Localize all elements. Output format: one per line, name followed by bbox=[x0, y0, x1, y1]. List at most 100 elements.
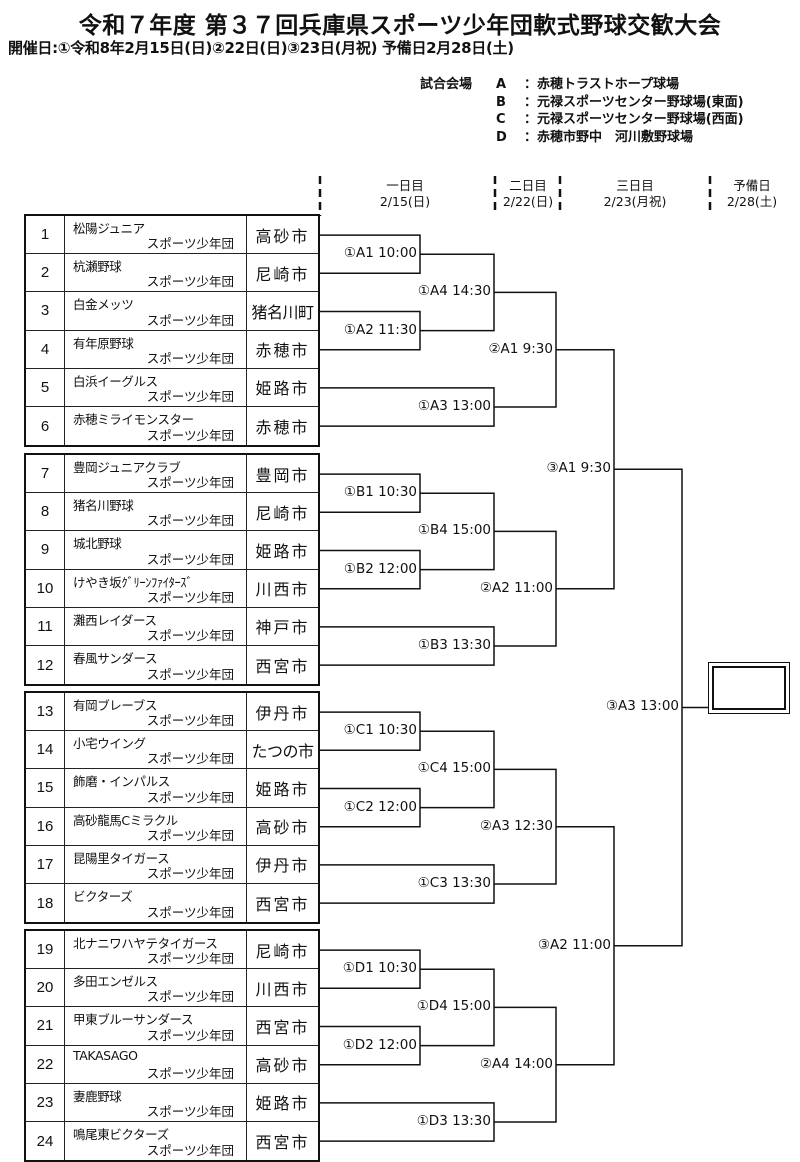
team-suffix: スポーツ少年団 bbox=[146, 951, 234, 967]
team-suffix: スポーツ少年団 bbox=[146, 713, 234, 729]
team-suffix: スポーツ少年団 bbox=[146, 513, 234, 529]
team-name-cell: 松陽ジュニアスポーツ少年団 bbox=[65, 216, 247, 254]
team-suffix: スポーツ少年団 bbox=[146, 589, 234, 605]
team-name-cell: 有岡ブレーブススポーツ少年団 bbox=[65, 693, 247, 731]
team-name-cell: 白浜イーグルススポーツ少年団 bbox=[65, 368, 247, 406]
team-suffix: スポーツ少年団 bbox=[146, 1027, 234, 1043]
team-suffix: スポーツ少年団 bbox=[146, 312, 234, 328]
team-number: 8 bbox=[26, 493, 65, 531]
team-number: 16 bbox=[26, 807, 65, 845]
team-name: 高砂龍馬Cミラクル bbox=[73, 812, 178, 828]
team-city: 尼崎市 bbox=[255, 503, 310, 523]
team-name: TAKASAGO bbox=[73, 1047, 138, 1063]
team-city: 赤穂市 bbox=[255, 341, 310, 361]
team-city: 西宮市 bbox=[255, 895, 310, 915]
team-name: 赤穂ミライモンスター bbox=[73, 411, 194, 427]
team-name-cell: 猪名川野球スポーツ少年団 bbox=[65, 493, 247, 531]
team-number: 5 bbox=[26, 368, 65, 406]
team-name-cell: 白金メッツスポーツ少年団 bbox=[65, 292, 247, 330]
team-number: 4 bbox=[26, 330, 65, 368]
team-name-cell: 高砂龍馬Cミラクルスポーツ少年団 bbox=[65, 807, 247, 845]
team-number: 11 bbox=[26, 607, 65, 645]
team-suffix: スポーツ少年団 bbox=[146, 388, 234, 404]
team-number: 14 bbox=[26, 731, 65, 769]
team-name: 多田エンゼルス bbox=[73, 974, 158, 990]
venue-code: C bbox=[496, 112, 506, 127]
round3-match-label: ③A1 9:30 bbox=[546, 460, 611, 477]
team-city: 伊丹市 bbox=[255, 703, 310, 723]
team-name-cell: 多田エンゼルススポーツ少年団 bbox=[65, 969, 247, 1007]
round1-match-label: ①B2 12:00 bbox=[343, 560, 417, 577]
team-name: 飾磨・インパルス bbox=[73, 774, 170, 790]
team-suffix: スポーツ少年団 bbox=[146, 551, 234, 567]
team-city: 高砂市 bbox=[255, 818, 310, 838]
team-name-cell: 豊岡ジュニアクラブスポーツ少年団 bbox=[65, 455, 247, 493]
round2-match-label: ②A3 12:30 bbox=[479, 817, 553, 834]
team-suffix: スポーツ少年団 bbox=[146, 789, 234, 805]
team-name-cell: 城北野球スポーツ少年団 bbox=[65, 531, 247, 569]
round1-match-label: ①C2 12:00 bbox=[343, 798, 417, 815]
team-name: 北ナニワハヤテタイガース bbox=[73, 936, 218, 951]
column-date: 2/23(月祝) bbox=[603, 194, 667, 209]
column-date: 2/15(日) bbox=[379, 194, 431, 209]
team-name-cell: 飾磨・インパルススポーツ少年団 bbox=[65, 769, 247, 807]
team-name: 松陽ジュニア bbox=[73, 221, 145, 236]
team-name: 甲東ブルーサンダース bbox=[73, 1012, 194, 1028]
column-label: 三日目 bbox=[616, 178, 654, 193]
team-city: 高砂市 bbox=[255, 226, 310, 246]
schedule-dates: 開催日:①令和8年2月15日(日)②22日(日)③23日(月祝) 予備日2月28… bbox=[8, 39, 514, 57]
team-city: 西宮市 bbox=[255, 1133, 310, 1153]
team-name: 鳴尾東ビクターズ bbox=[73, 1126, 169, 1142]
team-suffix: スポーツ少年団 bbox=[146, 350, 234, 366]
team-suffix: スポーツ少年団 bbox=[146, 1143, 234, 1159]
team-city: 姫路市 bbox=[255, 1094, 310, 1114]
team-name: 白金メッツ bbox=[73, 297, 134, 313]
round1-match-label: ①A2 11:30 bbox=[343, 321, 417, 338]
column-date: 2/22(日) bbox=[502, 194, 554, 209]
team-name-cell: 小宅ウイングスポーツ少年団 bbox=[65, 731, 247, 769]
page-title: 令和７年度 第３７回兵庫県スポーツ少年団軟式野球交歓大会 bbox=[78, 13, 722, 39]
round1-match-label: ①B3 13:30 bbox=[417, 637, 491, 653]
team-name: けやき坂ｸﾞﾘｰﾝﾌｧｲﾀｰｽﾞ bbox=[73, 574, 193, 590]
round3-match-label: ③A2 11:00 bbox=[537, 936, 611, 953]
venue-name: ：赤穂トラストホープ球場 bbox=[524, 77, 679, 92]
round2-match-label: ②A4 14:00 bbox=[479, 1055, 553, 1072]
round1-match-label: ①A1 10:00 bbox=[343, 245, 417, 262]
final-match-label: ③A3 13:00 bbox=[605, 698, 679, 715]
team-city: 川西市 bbox=[255, 580, 310, 600]
team-name: 猪名川野球 bbox=[73, 498, 134, 514]
team-name-cell: 春風サンダーススポーツ少年団 bbox=[65, 645, 247, 685]
team-number: 22 bbox=[26, 1045, 65, 1083]
team-number: 18 bbox=[26, 883, 65, 923]
team-name: 灘西レイダース bbox=[73, 612, 157, 628]
round1-match-label: ①C4 15:00 bbox=[417, 760, 491, 777]
venue-code: D bbox=[496, 129, 507, 145]
team-city: 姫路市 bbox=[255, 379, 310, 399]
round1-match-label: ①B1 10:30 bbox=[343, 484, 417, 501]
team-name-cell: 杭瀬野球スポーツ少年団 bbox=[65, 254, 247, 292]
team-name: 杭瀬野球 bbox=[73, 259, 122, 275]
venue-code: B bbox=[496, 94, 506, 110]
round1-match-label: ①A3 13:00 bbox=[417, 398, 491, 414]
team-suffix: スポーツ少年団 bbox=[146, 751, 234, 767]
team-name: ビクターズ bbox=[73, 888, 133, 904]
team-number: 3 bbox=[26, 292, 65, 330]
team-city: 姫路市 bbox=[255, 779, 310, 799]
column-label: 予備日 bbox=[733, 178, 771, 193]
column-label: 二日目 bbox=[509, 178, 547, 193]
